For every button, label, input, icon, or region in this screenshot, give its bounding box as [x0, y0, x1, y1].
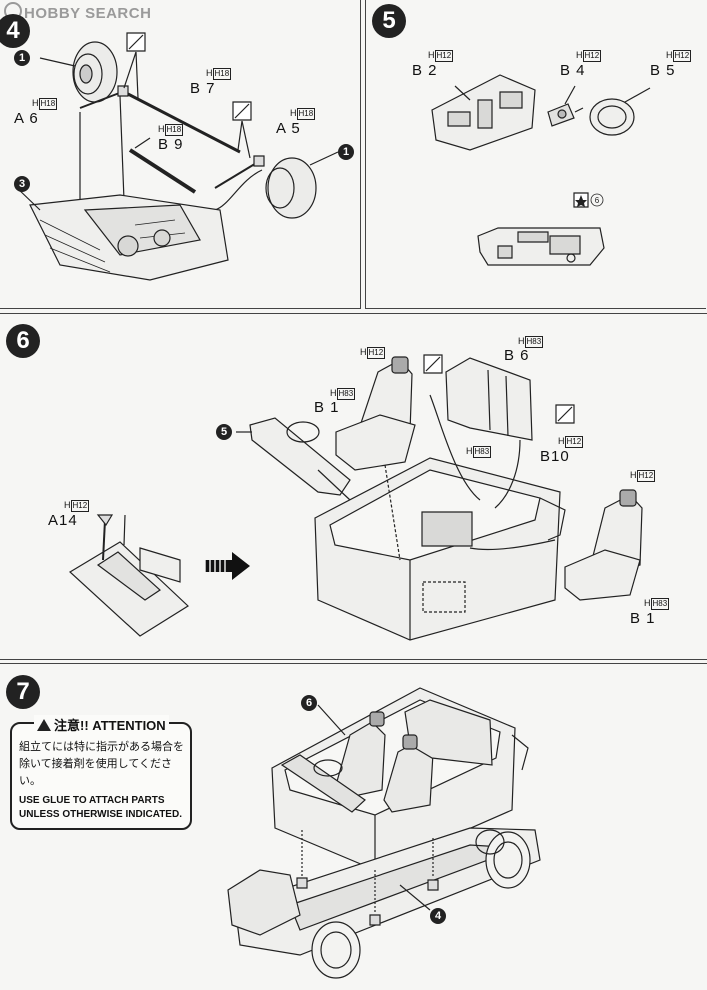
step-7-callout-6: 6: [301, 695, 317, 711]
attention-box: 注意!! ATTENTION 組立てには特に指示がある場合を除いて接着剤を使用し…: [10, 715, 192, 830]
attention-heading: 注意!! ATTENTION: [34, 715, 169, 734]
part-a5-label: A 5: [276, 120, 301, 137]
part-b7-label: B 7: [190, 80, 216, 97]
step-4-callout-1-left: 1: [14, 50, 30, 66]
part-b5-label: B 5: [650, 62, 676, 79]
step-6-number: 6: [6, 324, 40, 358]
step-6-panel: [0, 313, 707, 660]
step-4-callout-1-right: 1: [338, 144, 354, 160]
step-4-panel: [0, 0, 361, 309]
part-b9-label: B 9: [158, 136, 184, 153]
step-6-callout-5: 5: [216, 424, 232, 440]
step-4-drawing: [15, 33, 338, 280]
step-4-callout-3: 3: [14, 176, 30, 192]
part-b10-label: B10: [540, 448, 570, 465]
step-7-number: 7: [6, 675, 40, 709]
part-b1-left-label: B 1: [314, 399, 340, 416]
part-b2-label: B 2: [412, 62, 438, 79]
svg-text:6: 6: [595, 196, 600, 205]
step-7-callout-4: 4: [430, 908, 446, 924]
warning-icon: [37, 719, 51, 731]
attention-japanese-text: 組立てには特に指示がある場合を除いて接着剤を使用してください。: [19, 740, 184, 787]
part-b1-right-label: B 1: [630, 610, 656, 627]
step-4-number: 4: [0, 14, 30, 48]
part-a14-label: A14: [48, 512, 78, 529]
part-b6-label: B 6: [504, 347, 530, 364]
step-5-number: 5: [372, 4, 406, 38]
step-5-panel: [365, 0, 706, 309]
attention-english-text: USE GLUE TO ATTACH PARTS UNLESS OTHERWIS…: [19, 795, 182, 820]
part-b4-label: B 4: [560, 62, 586, 79]
part-a6-label: A 6: [14, 110, 39, 127]
step-7-panel: [0, 663, 707, 989]
step-6-drawing: [70, 355, 642, 640]
step-5-drawing: 6: [432, 75, 650, 265]
step-7-drawing: [228, 688, 540, 978]
